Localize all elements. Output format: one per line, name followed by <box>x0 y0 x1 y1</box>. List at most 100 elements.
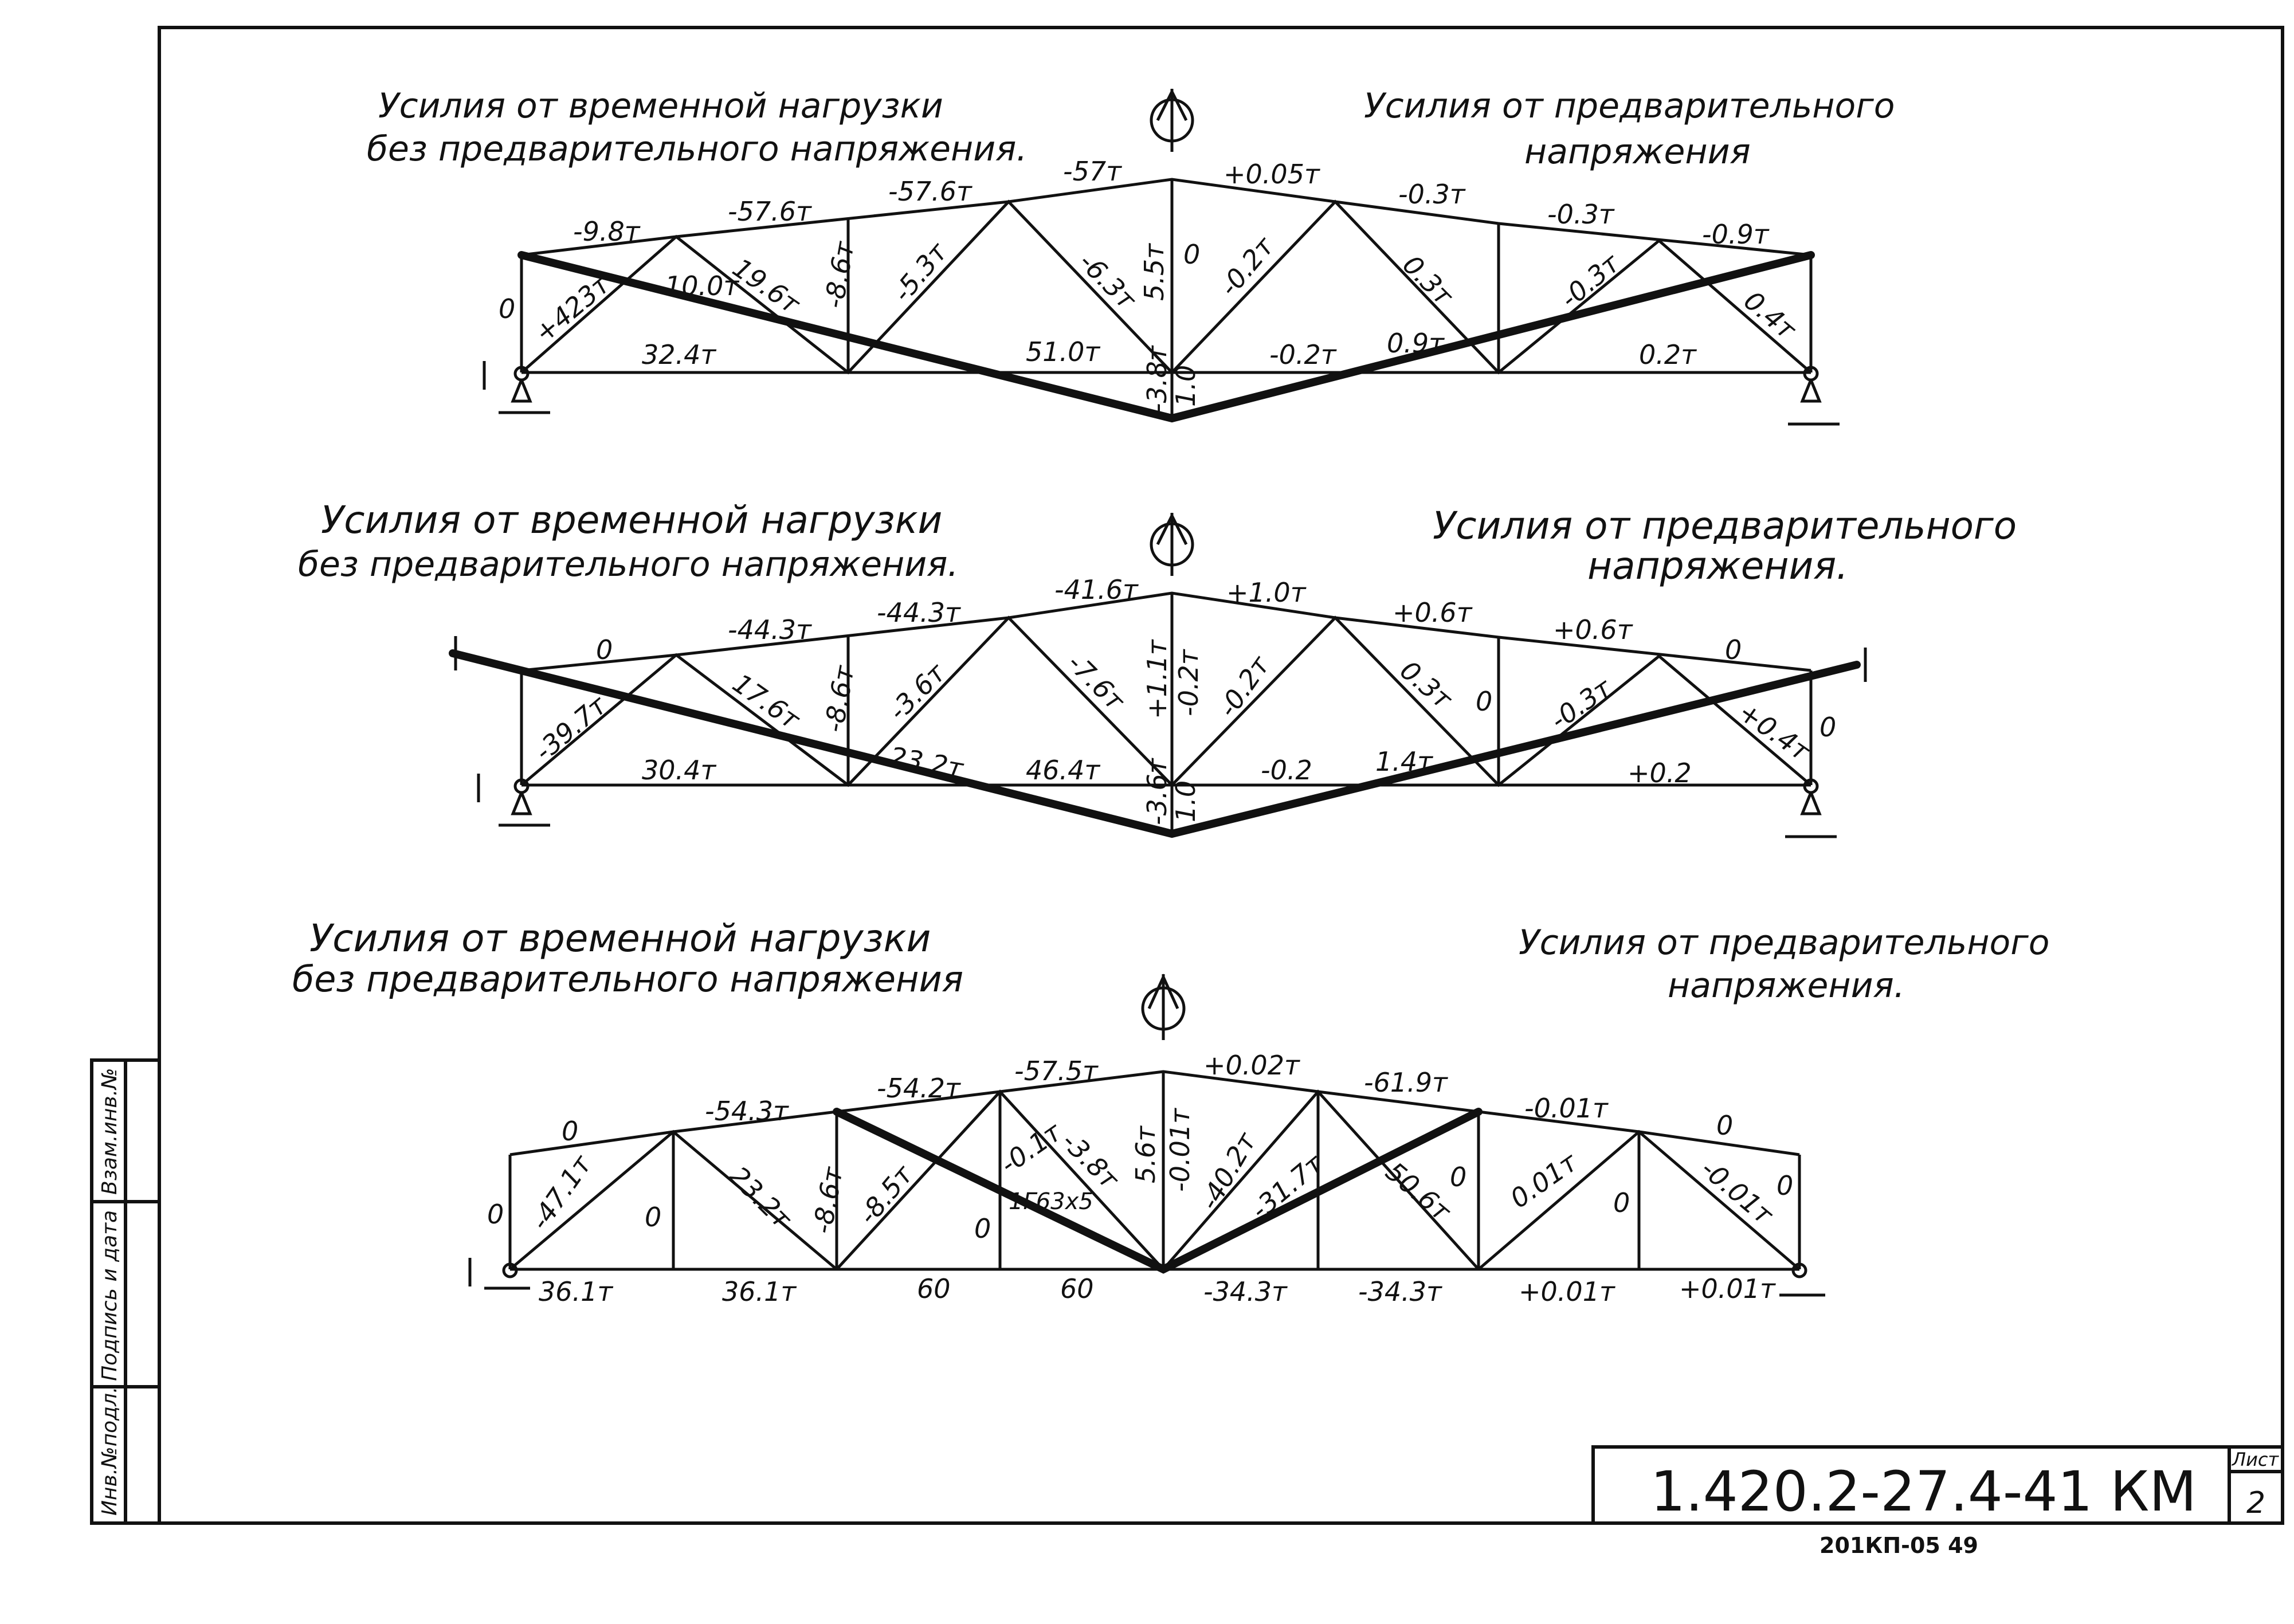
diagram-2-right-caption-line1: Усилия от предварительного <box>1433 504 2017 548</box>
force-label: +0.6т <box>1393 597 1473 628</box>
side-table-replace: Взам.инв.№ <box>98 1068 121 1195</box>
force-label: -8.6т <box>807 1164 849 1236</box>
force-label: 1.0 <box>1170 780 1201 822</box>
force-label: -8.5т <box>852 1159 919 1230</box>
force-label: +0.01т <box>1679 1273 1776 1304</box>
force-label: 0 <box>1183 239 1200 270</box>
force-label: 51.0т <box>1026 336 1100 367</box>
force-label: 23.2т <box>887 741 966 784</box>
diagram-3-left-caption-line1: Усилия от временной нагрузки <box>309 916 931 960</box>
force-label: -3.6т <box>883 657 952 726</box>
diagram-1-left-caption-line1: Усилия от временной нагрузки <box>378 86 943 126</box>
force-label: 36.1т <box>722 1276 797 1307</box>
force-label: -0.2т <box>1173 649 1204 716</box>
force-label: 1.0 <box>1170 365 1201 407</box>
force-label: +423т <box>528 268 616 349</box>
diagram-2-force-labels: 0 -44.3т -44.3т -41.6т +1.0т +0.6т +0.6т… <box>528 574 1836 825</box>
force-label: -54.3т <box>705 1096 789 1127</box>
force-label: 60 <box>1060 1273 1094 1304</box>
force-label: +0.2 <box>1628 758 1692 789</box>
force-label: -0.2т <box>1213 230 1280 302</box>
diagram-1-right-caption-line1: Усилия от предварительного <box>1364 86 1895 126</box>
force-label: -3.8т <box>1142 345 1173 413</box>
sheet-number: 2 <box>2246 1486 2265 1520</box>
title-stamp: 1.420.2-27.4-41 КМ Лист 2 201КП-05 49 <box>1591 1445 2284 1558</box>
force-label: 0 <box>1476 686 1492 717</box>
force-label: -0.3т <box>1547 199 1615 230</box>
diagram-3-right-caption-line2: напряжения. <box>1668 966 1905 1006</box>
force-label: -8.6т <box>818 663 861 735</box>
force-label: 0 <box>562 1116 578 1147</box>
force-label: -0.3т <box>1398 179 1466 210</box>
force-label: -0.9т <box>1702 219 1770 250</box>
force-label: 60 <box>917 1273 951 1304</box>
force-label: 0 <box>499 293 515 324</box>
truss-diagram-1: Усилия от временной нагрузки без предвар… <box>367 86 1895 426</box>
side-table-inv: Инв.№подл. <box>98 1387 121 1516</box>
force-label: -44.3т <box>728 614 812 645</box>
force-label: 0.3т <box>1397 249 1460 312</box>
force-label: -47.1т <box>524 1149 598 1235</box>
diagram-1-supports <box>483 361 1840 426</box>
force-label: -57.6т <box>888 176 973 207</box>
bottom-note: 201КП-05 49 <box>1819 1533 1978 1558</box>
diagram-1-members <box>517 178 1815 423</box>
force-label: -9.8т <box>573 216 641 247</box>
force-label: +0.05т <box>1224 159 1320 190</box>
force-label: 0.01т <box>1504 1146 1583 1214</box>
diagram-2-members <box>449 591 1861 838</box>
diagram-3-right-caption-line1: Усилия от предварительного <box>1519 923 2049 963</box>
force-label: 0.2т <box>1639 339 1697 370</box>
force-label: 0 <box>1716 1110 1733 1141</box>
force-label: 0 <box>1450 1162 1466 1192</box>
diagram-2-axis-symbol <box>1150 512 1194 576</box>
force-label: 1.4т <box>1375 746 1433 777</box>
force-label: 36.1т <box>539 1276 613 1307</box>
force-label: +1.1т <box>1142 639 1173 719</box>
force-label: 10.0т <box>665 270 739 301</box>
force-label: 0 <box>1725 634 1742 665</box>
force-label: 30.4т <box>642 755 716 786</box>
force-label: +1.0т <box>1226 577 1307 608</box>
force-label: -57.5т <box>1014 1056 1099 1086</box>
force-label: +0.01т <box>1519 1276 1615 1307</box>
diagram-1-axis-symbol <box>1150 88 1194 152</box>
force-label: 1Г63х5 <box>1009 1188 1093 1215</box>
force-label: +0.6т <box>1553 614 1633 645</box>
diagram-3-left-caption-line2: без предварительного напряжения <box>292 958 963 1000</box>
truss-diagram-2: Усилия от временной нагрузки без предвар… <box>298 498 2017 838</box>
force-label: -8.6т <box>818 239 861 311</box>
side-table-sign: Подпись и дата <box>98 1210 121 1381</box>
force-label: 0 <box>1777 1170 1793 1201</box>
diagram-2-left-caption-line1: Усилия от временной нагрузки <box>321 498 942 542</box>
force-label: -0.01т <box>1164 1108 1195 1192</box>
sheet-label: Лист <box>2232 1449 2279 1470</box>
force-label: -0.01т <box>1524 1093 1609 1124</box>
force-label: -41.6т <box>1054 574 1139 605</box>
force-label: -54.2т <box>877 1073 961 1104</box>
diagram-3-supports <box>468 1258 1825 1297</box>
drawing-code: 1.420.2-27.4-41 КМ <box>1650 1460 2197 1524</box>
force-label: 0 <box>1819 712 1836 743</box>
force-label: -44.3т <box>877 597 961 628</box>
force-label: 0 <box>487 1199 504 1230</box>
diagram-2-right-caption-line2: напряжения. <box>1587 544 1848 588</box>
force-label: 23.2т <box>723 1160 798 1235</box>
force-label: -57т <box>1063 156 1122 187</box>
force-label: -3.6т <box>1142 758 1173 825</box>
force-label: 46.4т <box>1026 755 1100 786</box>
force-label: 0 <box>974 1213 991 1244</box>
force-label: 5.6т <box>1130 1125 1161 1183</box>
diagram-2-left-caption-line2: без предварительного напряжения. <box>298 544 958 585</box>
force-label: -0.2т <box>1269 339 1337 370</box>
force-label: 0.3т <box>1394 654 1458 715</box>
force-label: +0.4т <box>1733 696 1816 767</box>
force-label: -39.7т <box>528 689 613 767</box>
sheet-frame <box>158 26 2284 1525</box>
diagram-3-axis-symbol <box>1141 973 1186 1040</box>
force-label: -0.2 <box>1261 755 1312 786</box>
force-label: -34.3т <box>1203 1276 1288 1307</box>
force-label: 0 <box>1613 1187 1630 1218</box>
force-label: -61.9т <box>1364 1067 1448 1098</box>
